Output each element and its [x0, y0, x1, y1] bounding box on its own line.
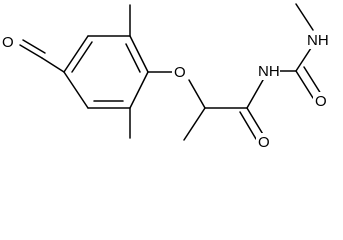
ring-bond-4: [129, 71, 149, 109]
bond-aldehyde-c-o-2: [22, 39, 46, 54]
bond-aldehyde-c-o-1: [19, 44, 43, 59]
imide-nitrogen-bg: [257, 62, 280, 80]
imide-nitrogen-label: NH: [258, 63, 280, 80]
ether-oxygen-label: O: [174, 64, 186, 81]
atom-labels: O O NH NH O O: [0, 31, 329, 150]
aldehyde-oxygen-label: O: [2, 34, 14, 51]
benzene-ring: [63, 35, 149, 109]
bond-ch-methyl: [183, 107, 206, 141]
bond-urea-c-nh: [295, 44, 314, 72]
urea-oxygen-label: O: [315, 93, 327, 110]
aldehyde-oxygen-bg: [0, 33, 16, 51]
bond-carbonyl-o-2: [239, 111, 257, 140]
ring-bond-6: [63, 71, 89, 109]
methylamino-nitrogen-label: NH: [307, 32, 329, 49]
bond-carbonyl-o-1: [246, 107, 265, 137]
bond-urea-c-o-1: [295, 70, 314, 99]
bond-urea-c-o-2: [303, 66, 322, 95]
ring-inner-double-1: [71, 41, 93, 73]
ring-bond-3: [129, 35, 149, 73]
bond-ether-o-ch: [188, 79, 206, 109]
bond-carbonyl-nh: [246, 79, 264, 109]
ring-bond-1: [63, 35, 89, 73]
bond-nh-methyl: [295, 3, 314, 31]
ring-inner-double-2: [125, 43, 141, 73]
urea-oxygen-bg: [313, 92, 329, 110]
methylamino-nitrogen-bg: [306, 31, 329, 49]
bond-aldehyde-c-ring: [41, 57, 65, 73]
molecule-structure: O O NH NH O O: [0, 3, 329, 150]
side-chain: [147, 3, 322, 141]
carbonyl-oxygen-bg: [256, 133, 272, 150]
aldehyde-group: [19, 39, 65, 73]
carbonyl-oxygen-label: O: [258, 134, 270, 150]
ether-oxygen-bg: [172, 63, 188, 81]
